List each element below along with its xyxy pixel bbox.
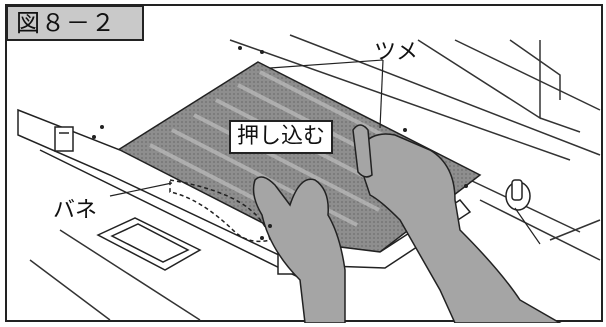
spring-dashed-outline [169, 179, 271, 243]
leader-lines [109, 59, 541, 245]
housing-lines [29, 34, 601, 321]
tray-slot [96, 217, 202, 271]
figure-number-label: 図８－２ [6, 5, 144, 41]
right-gloved-hand [352, 124, 563, 324]
left-clip [54, 126, 74, 152]
push-in-callout: 押し込む [229, 120, 334, 154]
tsume-callout: ツメ [374, 40, 419, 65]
left-gloved-hand [252, 176, 346, 324]
right-knob [505, 179, 531, 211]
spring-callout: バネ [53, 198, 98, 223]
frame-dots [92, 46, 468, 240]
frame-border [5, 4, 603, 322]
